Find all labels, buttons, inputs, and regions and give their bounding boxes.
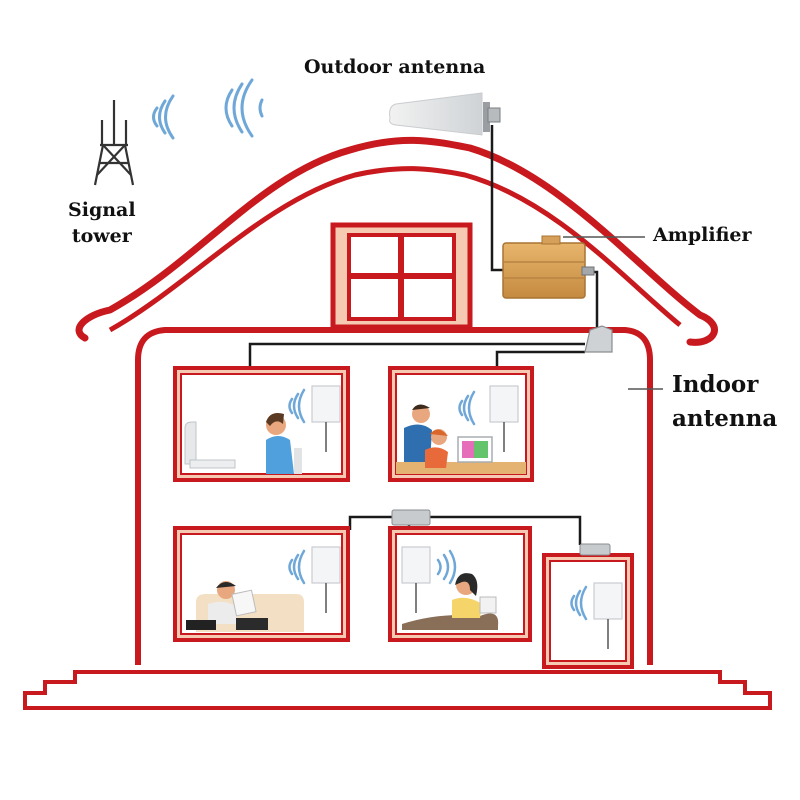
signal-tower-label-line2: tower bbox=[71, 225, 132, 247]
signal-wave-icon bbox=[436, 549, 457, 585]
amplifier-label: Amplifier bbox=[653, 224, 752, 246]
room-upper-left bbox=[173, 366, 350, 482]
indoor-antenna-icon bbox=[489, 385, 519, 452]
indoor-antenna-icon bbox=[593, 582, 623, 649]
house-body bbox=[135, 327, 653, 665]
splitter-icon bbox=[584, 325, 613, 353]
signal-wave-icon bbox=[288, 388, 306, 424]
outdoor-antenna-icon bbox=[389, 92, 501, 136]
signal-wave-icon bbox=[152, 78, 264, 140]
room-lower-middle bbox=[388, 526, 532, 642]
room-lower-left bbox=[173, 526, 350, 642]
attic-window bbox=[330, 222, 473, 330]
indoor-antenna-label-line2: antenna bbox=[672, 405, 778, 432]
signal-wave-icon bbox=[570, 585, 588, 621]
indoor-antenna-icon bbox=[311, 546, 341, 613]
roof bbox=[75, 136, 718, 346]
room-upper-right bbox=[388, 366, 534, 482]
indoor-antenna-icon bbox=[401, 546, 431, 613]
indoor-antenna-icon bbox=[311, 385, 341, 452]
signal-tower-label-line1: Signal bbox=[68, 199, 136, 221]
indoor-antenna-label: Indoor antenna bbox=[672, 368, 777, 436]
signal-wave-icon bbox=[458, 390, 476, 426]
room-lower-right bbox=[542, 553, 634, 669]
splitter-icon bbox=[391, 509, 611, 556]
signal-tower-label: Signal tower bbox=[68, 197, 136, 249]
signal-tower-icon bbox=[93, 100, 135, 186]
outdoor-antenna-label: Outdoor antenna bbox=[304, 56, 486, 78]
amplifier-icon bbox=[502, 235, 595, 299]
house-foundation bbox=[23, 670, 772, 710]
signal-wave-icon bbox=[288, 549, 306, 585]
indoor-antenna-label-line1: Indoor bbox=[672, 371, 759, 398]
